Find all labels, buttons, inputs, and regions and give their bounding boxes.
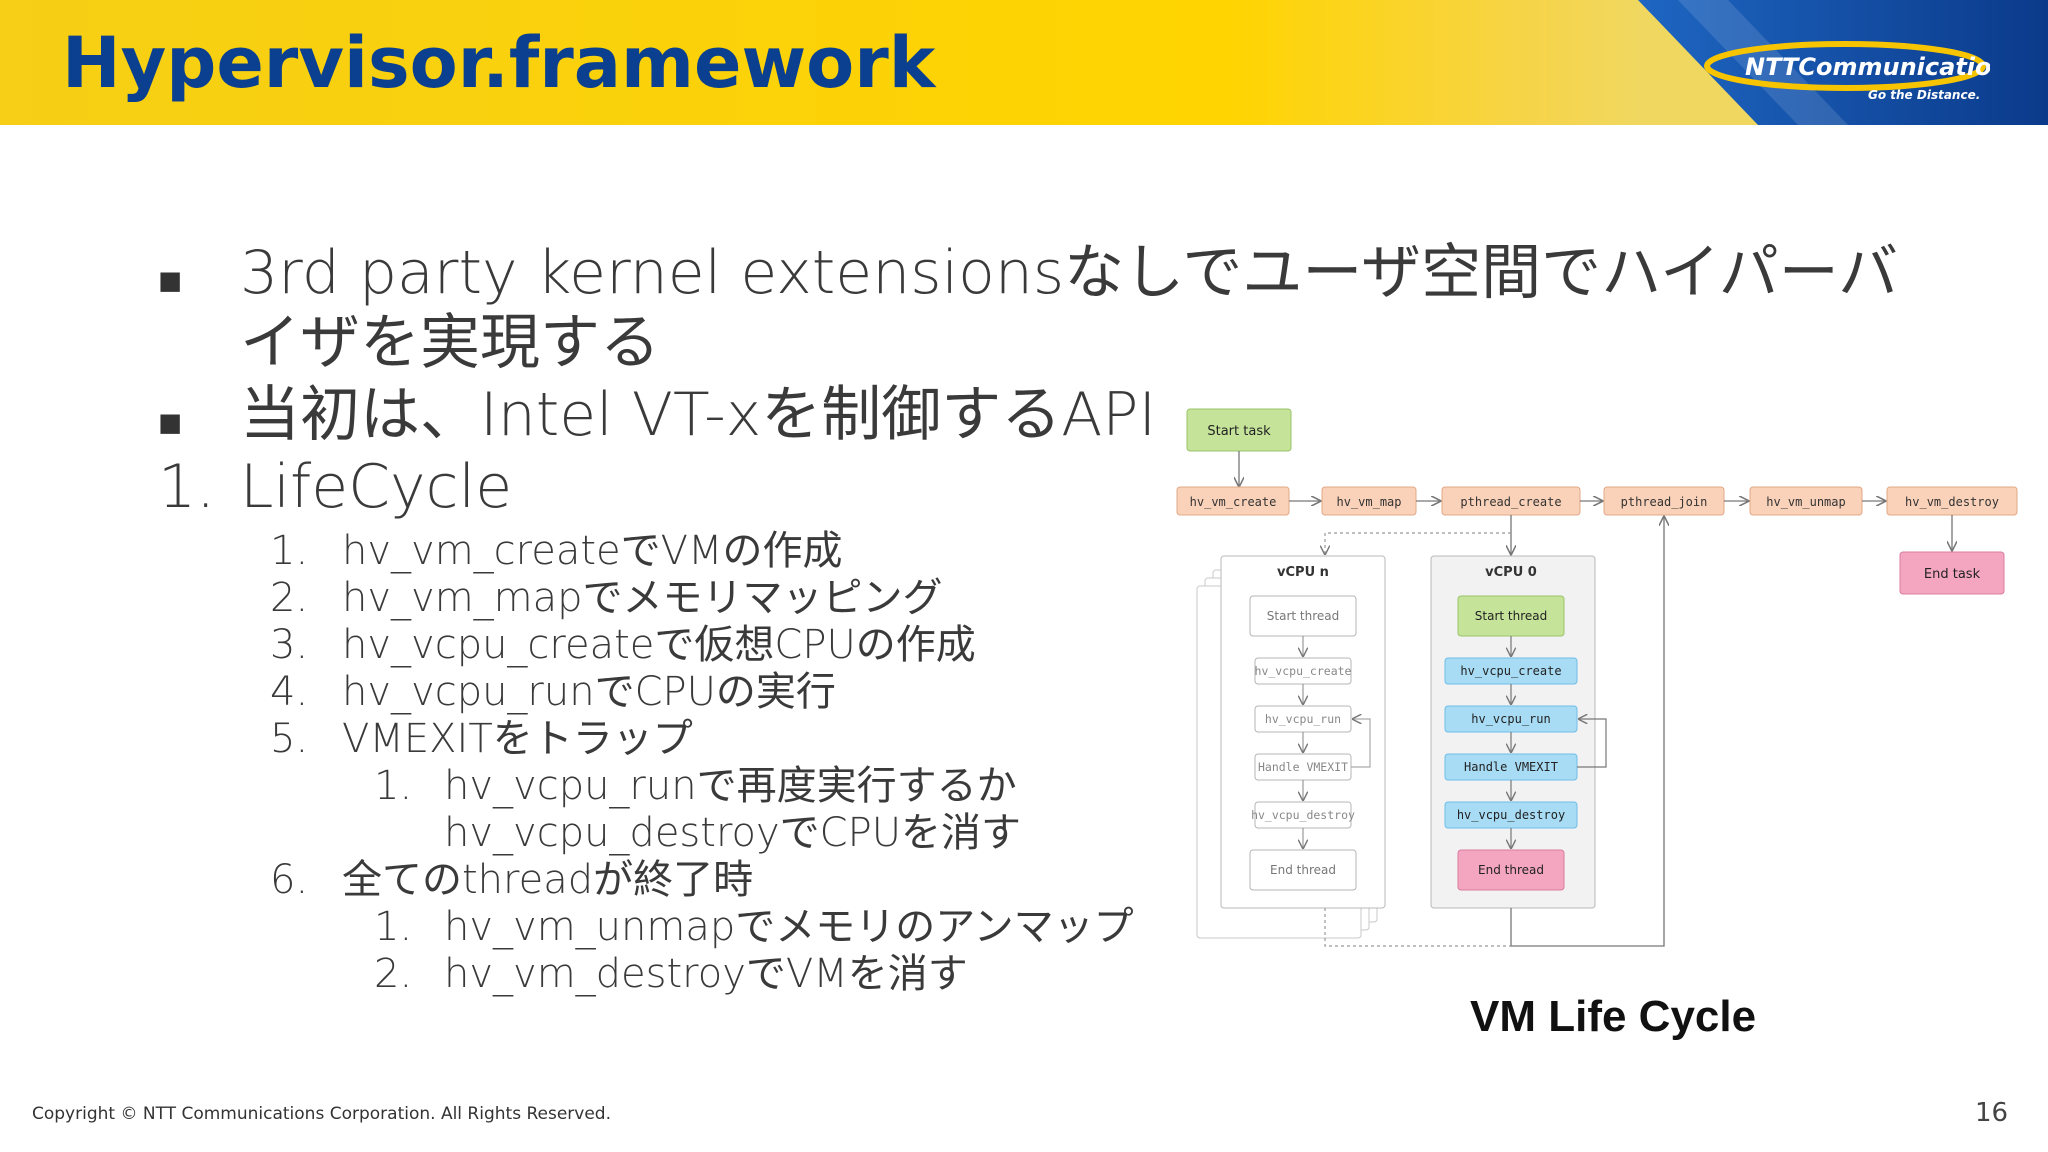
vcpu-0-start-thread-label: Start thread	[1475, 609, 1547, 623]
bullet-1-line-2: イザを実現する	[240, 308, 660, 378]
vcpu-n-hv-vcpu-run-label: hv_vcpu_run	[1265, 712, 1341, 726]
sub-item-number: 4.	[270, 669, 309, 715]
bullet-3: LifeCycle	[240, 452, 513, 522]
logo-tagline: Go the Distance.	[1868, 88, 1980, 102]
vcpu-n-end-thread	[1249, 849, 1357, 891]
vcpu-n-end-thread-label: End thread	[1270, 863, 1336, 877]
vcpu-0-end-thread	[1457, 849, 1565, 891]
sub-sub-item: hv_vm_destroyでVMを消す	[444, 951, 968, 997]
sub-item: hv_vcpu_createで仮想CPUの作成	[342, 622, 976, 668]
page-title: Hypervisor.framework	[62, 22, 936, 104]
hv-vm-map-label: hv_vm_map	[1336, 495, 1401, 509]
vcpu-n-title: vCPU n	[1277, 565, 1329, 580]
sub-item-number: 2.	[270, 575, 309, 621]
sub-sub-item-number: 1.	[374, 904, 413, 950]
bullet-3-number: 1.	[158, 452, 216, 522]
vcpu-0-title: vCPU 0	[1485, 565, 1537, 580]
copyright-text: Copyright © NTT Communications Corporati…	[32, 1104, 611, 1124]
vcpu-n-hv-vcpu-create-label: hv_vcpu_create	[1255, 664, 1352, 678]
end-task-label: End task	[1924, 567, 1981, 582]
sub-sub-item-number: 2.	[374, 951, 413, 997]
bullet-square-icon: ■	[158, 258, 183, 304]
hv-vm-unmap-label: hv_vm_unmap	[1766, 495, 1845, 509]
start-task-label: Start task	[1207, 424, 1271, 439]
sub-item: hv_vcpu_runでCPUの実行	[342, 669, 836, 715]
diagram-caption: VM Life Cycle	[1470, 992, 1757, 1041]
hv-vm-destroy-label: hv_vm_destroy	[1905, 495, 1999, 509]
sub-item: hv_vm_mapでメモリマッピング	[342, 575, 943, 621]
vm-lifecycle-diagram: Start task hv_vm_create hv_vm_map pthrea…	[1176, 408, 2018, 947]
bullet-2: 当初は、Intel VT-xを制御するAPI	[240, 380, 1157, 450]
sub-item: 全てのthreadが終了時	[342, 857, 754, 903]
vcpu-0-hv-vcpu-create-label: hv_vcpu_create	[1460, 664, 1561, 678]
hv-vm-create-label: hv_vm_create	[1190, 495, 1277, 509]
vcpu-0-end-thread-label: End thread	[1478, 863, 1544, 877]
sub-item-number: 3.	[270, 622, 309, 668]
bullet-square-icon: ■	[158, 400, 183, 446]
sub-sub-item: hv_vm_unmapでメモリのアンマップ	[444, 904, 1134, 950]
sub-item: VMEXITをトラップ	[342, 716, 693, 762]
vcpu-0-handle-vmexit-label: Handle VMEXIT	[1464, 760, 1558, 774]
page-number: 16	[1975, 1098, 2009, 1128]
header-blue-shape	[1638, 0, 2048, 125]
end-task-box	[1899, 551, 2005, 595]
vcpu-0-hv-vcpu-destroy-label: hv_vcpu_destroy	[1457, 808, 1565, 822]
pthread-join-label: pthread_join	[1621, 495, 1708, 509]
sub-item-number: 6.	[270, 857, 309, 903]
vcpu-0-hv-vcpu-run-label: hv_vcpu_run	[1471, 712, 1550, 726]
sub-item-number: 1.	[270, 528, 309, 574]
vcpu-n-handle-vmexit-label: Handle VMEXIT	[1258, 760, 1348, 774]
vcpu-n-hv-vcpu-destroy-label: hv_vcpu_destroy	[1251, 808, 1355, 822]
sub-item-number: 5.	[270, 716, 309, 762]
sub-sub-item: hv_vcpu_destroyでCPUを消す	[444, 810, 1021, 856]
sub-sub-item: hv_vcpu_runで再度実行するか	[444, 763, 1017, 809]
sub-sub-item-number: 1.	[374, 763, 413, 809]
bullet-1-line-1: 3rd party kernel extensionsなしでユーザ空間でハイパー…	[240, 238, 1899, 308]
vcpu-n-start-thread-label: Start thread	[1267, 609, 1339, 623]
sub-item: hv_vm_createでVMの作成	[342, 528, 843, 574]
pthread-create-label: pthread_create	[1460, 495, 1561, 509]
